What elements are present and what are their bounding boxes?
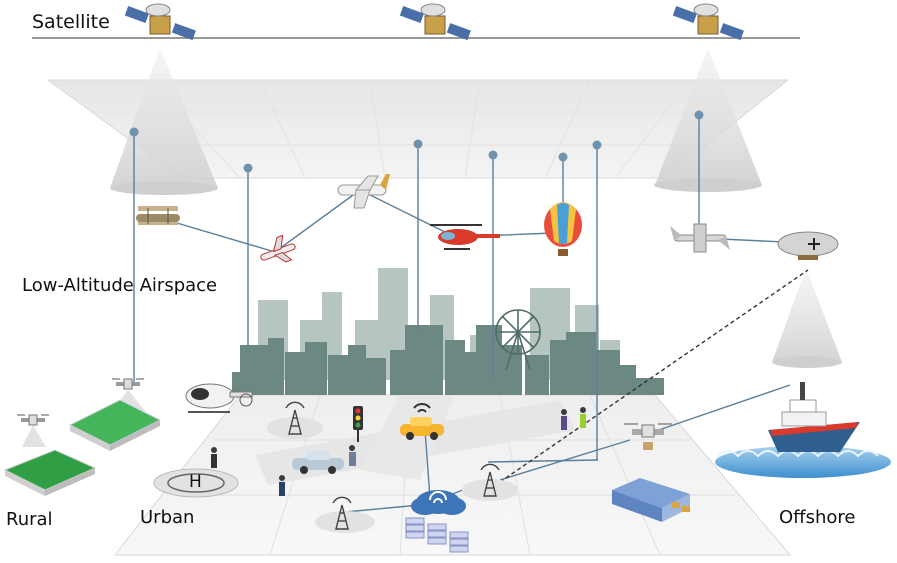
low-altitude-airspace-label: Low-Altitude Airspace bbox=[22, 275, 218, 296]
satellite-beam-1 bbox=[110, 48, 218, 195]
server-icon bbox=[405, 517, 469, 553]
satellite-beam-2 bbox=[654, 48, 762, 192]
person-icon bbox=[211, 407, 586, 496]
drone-icon bbox=[670, 223, 730, 253]
cloud-icon bbox=[411, 490, 466, 515]
city-skyline bbox=[232, 268, 664, 395]
drone-icon bbox=[17, 414, 49, 426]
biplane-icon bbox=[136, 206, 180, 225]
rural-label: Rural bbox=[6, 509, 53, 530]
car-icon bbox=[292, 451, 344, 474]
cell-tower-icon bbox=[332, 496, 352, 530]
sea-waves bbox=[715, 446, 891, 478]
drone-icon bbox=[624, 423, 672, 450]
cell-tower-icon bbox=[285, 401, 305, 435]
offshore-label: Offshore bbox=[779, 507, 856, 528]
cell-tower-icon bbox=[480, 463, 500, 497]
helipad-label: H bbox=[189, 472, 202, 492]
car-icon bbox=[400, 403, 444, 440]
airship-beam bbox=[772, 268, 842, 368]
airplane-icon bbox=[260, 234, 296, 263]
satellite-icon bbox=[672, 3, 744, 41]
airplane-icon bbox=[337, 174, 390, 209]
airship-icon bbox=[777, 231, 839, 260]
helicopter-icon bbox=[430, 224, 500, 250]
satellite-icon bbox=[124, 3, 196, 41]
helicopter-icon bbox=[185, 383, 253, 413]
tower-pad-1 bbox=[267, 417, 518, 533]
rural-field bbox=[3, 399, 162, 496]
satellite-label: Satellite bbox=[32, 11, 110, 33]
urban-label: Urban bbox=[140, 507, 195, 528]
drone-icon bbox=[112, 378, 144, 390]
ship-icon bbox=[768, 382, 860, 452]
ferris-wheel-icon bbox=[495, 309, 541, 371]
link-nodes bbox=[129, 110, 704, 173]
satellite-icon bbox=[399, 3, 471, 41]
warehouse-icon bbox=[612, 478, 690, 522]
traffic-light-icon bbox=[353, 406, 363, 442]
hot-air-balloon-icon bbox=[544, 202, 582, 256]
helipad bbox=[153, 468, 239, 498]
